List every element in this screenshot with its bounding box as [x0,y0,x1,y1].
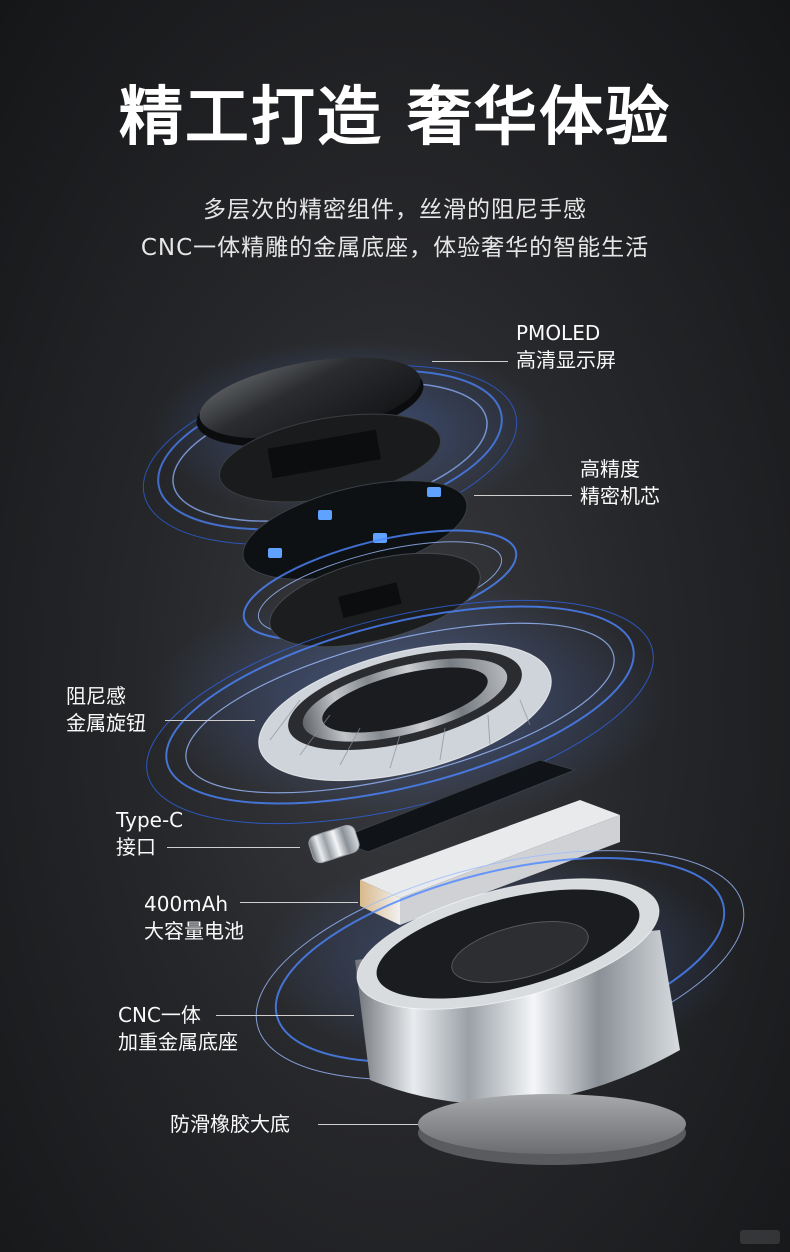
leader-knob [165,720,255,721]
callout-base: CNC一体 加重金属底座 [118,1002,238,1056]
callout-display: PMOLED 高清显示屏 [516,320,616,374]
callout-port: Type-C 接口 [116,807,183,861]
callout-display-line1: PMOLED [516,321,601,345]
callout-display-line2: 高清显示屏 [516,348,616,372]
leader-port [167,847,300,848]
leader-display [432,361,508,362]
callout-battery-line2: 大容量电池 [144,919,244,943]
callout-base-line1: CNC一体 [118,1003,201,1027]
callout-pad-line1: 防滑橡胶大底 [170,1112,290,1136]
leader-base [216,1015,354,1016]
callout-battery-line1: 400mAh [144,892,229,916]
callout-base-line2: 加重金属底座 [118,1030,238,1054]
subtitle-line-1: 多层次的精密组件，丝滑的阻尼手感 [203,197,587,223]
callout-movement-line2: 精密机芯 [580,484,660,508]
callout-movement-line1: 高精度 [580,457,640,481]
callout-pad: 防滑橡胶大底 [170,1111,290,1138]
leader-movement [474,495,572,496]
subtitle-line-2: CNC一体精雕的金属底座，体验奢华的智能生活 [140,235,650,261]
leader-pad [318,1124,418,1125]
leader-battery [240,902,358,903]
callout-knob-line1: 阻尼感 [66,684,126,708]
callout-knob: 阻尼感 金属旋钮 [66,683,146,737]
callout-battery: 400mAh 大容量电池 [144,891,244,945]
callout-port-line2: 接口 [116,835,156,859]
callout-port-line1: Type-C [116,808,184,832]
page-title: 精工打造 奢华体验 [118,81,672,155]
callout-knob-line2: 金属旋钮 [66,711,146,735]
callout-movement: 高精度 精密机芯 [580,456,660,510]
watermark-badge [740,1230,780,1244]
